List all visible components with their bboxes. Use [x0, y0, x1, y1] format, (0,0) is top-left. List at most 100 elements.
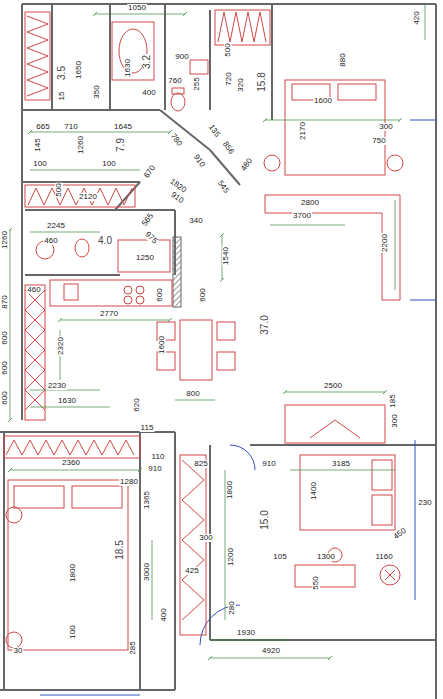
dimension-label: 1800	[69, 563, 77, 583]
room-area: 7.9	[116, 137, 126, 153]
dimension-label: 3700	[292, 212, 312, 220]
dimension-label: 350	[93, 84, 101, 99]
dimension-label: 15	[58, 91, 66, 102]
dimension-label: 185	[389, 393, 397, 408]
dimension-label: 135	[206, 122, 221, 139]
dimension-label: 2320	[57, 336, 65, 356]
dimension-label: 255	[193, 76, 201, 91]
dimension-label: 460	[26, 286, 41, 294]
dimension-label: 665	[35, 123, 50, 131]
dimension-label: 115	[140, 424, 155, 432]
dimension-label: 880	[339, 52, 347, 67]
dimension-ticks	[8, 12, 402, 660]
dimension-label: 300	[391, 413, 399, 428]
dimension-label: 1930	[236, 629, 256, 637]
dimension-label: 780	[168, 131, 183, 148]
dimension-label: 600	[156, 287, 164, 302]
dimension-label: 870	[1, 294, 9, 309]
dimension-label: 450	[391, 526, 408, 541]
dimension-label: 460	[43, 237, 58, 245]
dimension-label: 1280	[119, 478, 139, 486]
furniture	[4, 10, 403, 650]
dimension-label: 2800	[300, 199, 320, 207]
dimension-label: 145	[34, 137, 42, 152]
dimension-label: 400	[160, 607, 168, 622]
room-area: 37.0	[260, 314, 270, 335]
walls	[0, 4, 436, 699]
dimension-label: 1260	[77, 135, 85, 155]
dimension-label: 320	[237, 77, 245, 92]
dimension-label: 4920	[261, 647, 281, 655]
dimension-label: 600	[1, 360, 9, 375]
dimension-label: 100	[101, 160, 116, 168]
dimension-label: 100	[32, 160, 47, 168]
dimension-label: 750	[371, 137, 386, 145]
dimension-label: 565	[140, 211, 155, 228]
dimension-label: 720	[225, 71, 233, 86]
room-area: 3.5	[57, 65, 67, 81]
dimension-label: 545	[215, 178, 230, 195]
dimension-lines	[10, 5, 425, 658]
dimension-label: 100	[69, 624, 77, 639]
dimension-label: 300	[198, 534, 213, 542]
dimension-label: 900	[174, 53, 189, 61]
room-area: 15.0	[260, 509, 270, 530]
room-area: 15.8	[257, 71, 267, 92]
dimension-label: 400	[141, 89, 156, 97]
dimension-label: 975	[143, 230, 160, 247]
dimension-label: 1160	[374, 553, 393, 561]
dimension-label: 105	[272, 553, 287, 561]
dimension-label: 1630	[124, 58, 132, 78]
column	[173, 237, 181, 307]
dimension-label: 800	[185, 390, 200, 398]
dimension-label: 910	[147, 465, 162, 473]
dimension-label: 1600	[158, 335, 166, 355]
dimension-label: 1650	[75, 60, 83, 80]
dimension-label: 1250	[135, 254, 155, 262]
dimension-label: 856	[220, 139, 235, 156]
dimension-label: 425	[184, 567, 199, 575]
windows	[40, 120, 436, 695]
dimension-label: 1800	[226, 480, 234, 500]
dimension-label: 2360	[61, 459, 81, 467]
dimension-label: 670	[142, 163, 157, 180]
dimension-label: 620	[133, 397, 141, 412]
dimension-label: 1540	[222, 246, 230, 266]
dimension-label: 30	[13, 647, 24, 655]
dimension-label: 285	[129, 640, 137, 655]
dimension-label: 3185	[331, 460, 351, 468]
dimension-label: 2500	[323, 382, 343, 390]
dimension-label: 1630	[57, 397, 77, 405]
dimension-label: 1050	[127, 4, 147, 12]
dimension-label: 2770	[99, 310, 119, 318]
dimension-label: 110	[151, 453, 166, 461]
dimension-label: 2230	[47, 382, 67, 390]
dimension-label: 910	[191, 152, 206, 169]
dimension-label: 1645	[113, 123, 133, 131]
dimension-label: 910	[261, 460, 276, 468]
dimension-label: 600	[1, 390, 9, 405]
dimension-label: 2120	[78, 193, 98, 201]
dimension-label: 1260	[1, 230, 9, 250]
dimension-label: 600	[199, 287, 207, 302]
dimension-label: 280	[228, 600, 236, 615]
dimension-label: 230	[417, 499, 432, 507]
dimension-label: 1200	[227, 547, 235, 567]
room-area: 18.5	[115, 539, 125, 560]
dimension-label: 480	[239, 156, 254, 173]
dimension-label: 2200	[381, 233, 389, 253]
dimension-label: 825	[193, 460, 208, 468]
dimension-label: 600	[1, 330, 9, 345]
dimension-label: 1400	[310, 481, 318, 501]
dimension-label: 710	[63, 123, 78, 131]
dimension-label: 500	[224, 42, 232, 57]
dimension-label: 1600	[313, 97, 333, 105]
dimension-label: 3000	[143, 562, 151, 582]
dimension-label: 760	[167, 77, 182, 85]
room-area: 4.0	[97, 236, 113, 246]
dimension-label: 340	[188, 217, 203, 225]
dimension-label: 1365	[143, 490, 151, 510]
